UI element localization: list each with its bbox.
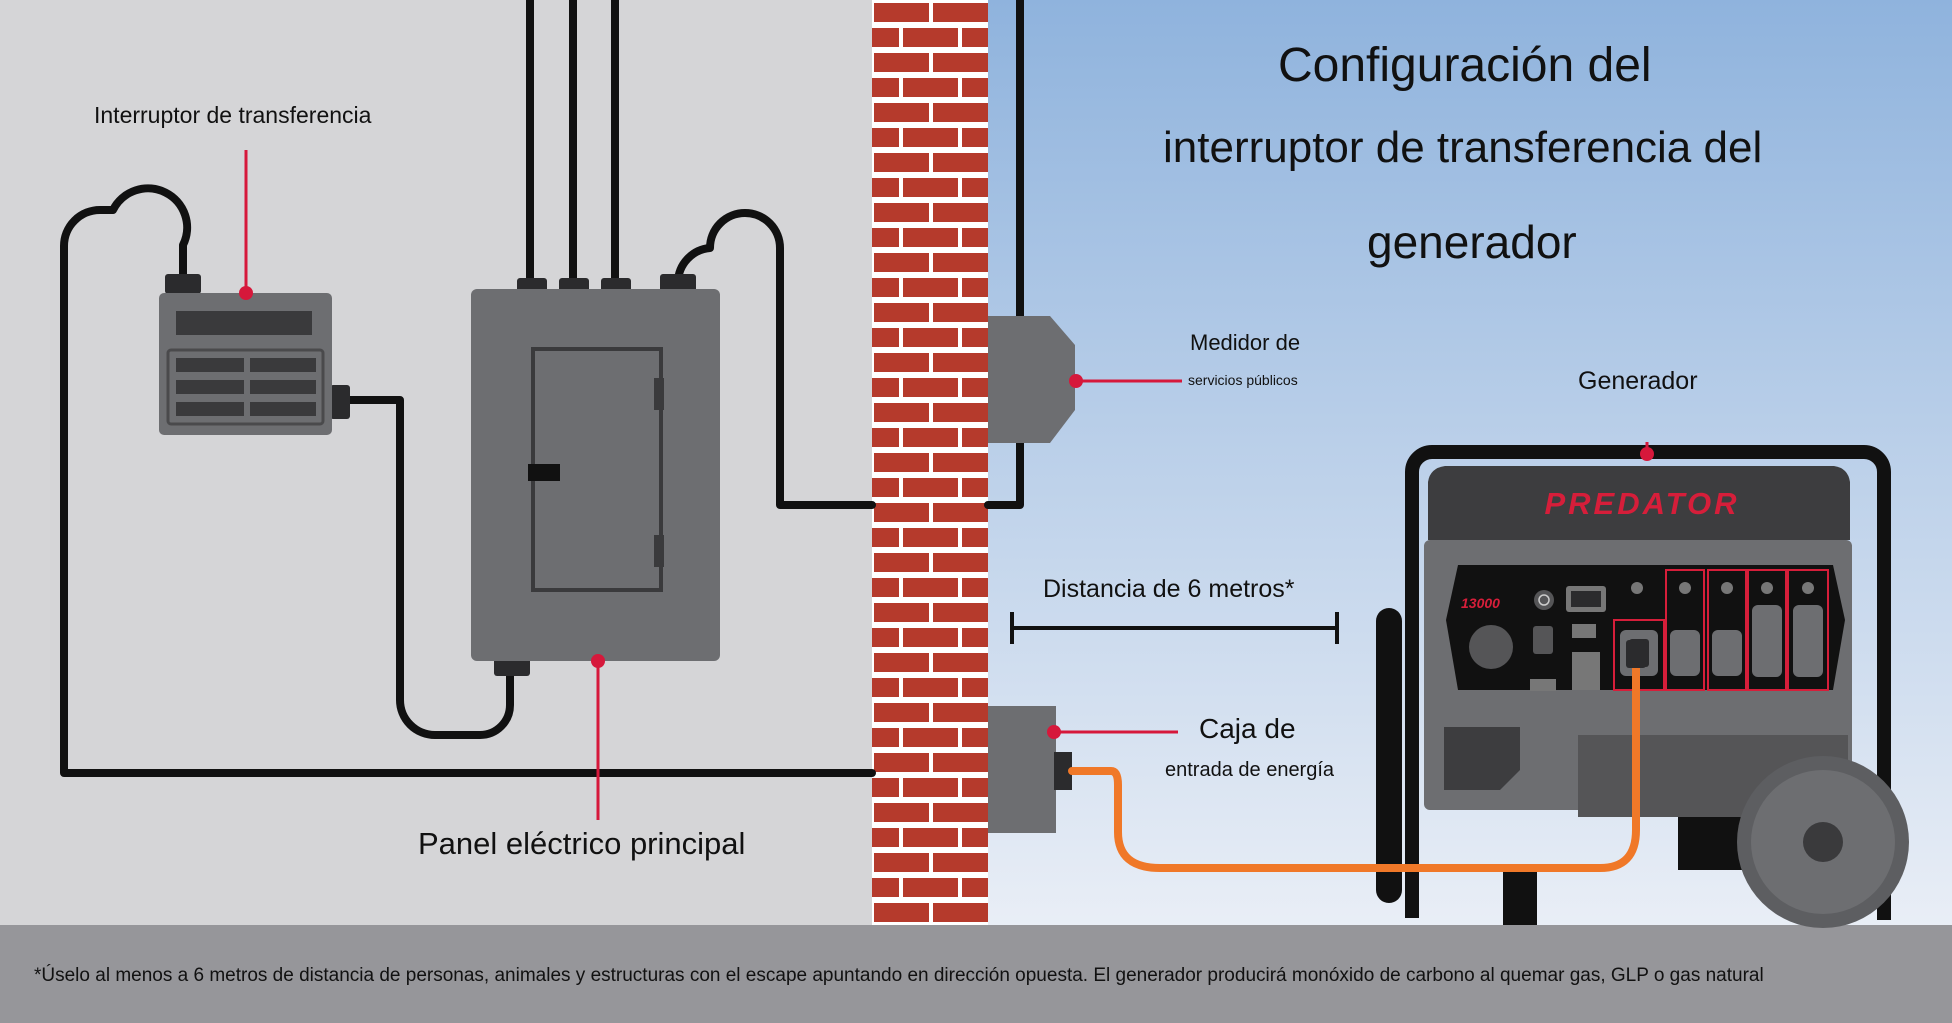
meter-to-wall-wire [984,436,1024,509]
panel-to-meter-wire [674,209,876,509]
label-generator: Generador [1578,367,1698,395]
wiring [60,0,1024,777]
label-transfer-switch: Interruptor de transferencia [94,102,372,128]
extension-cord [1068,646,1640,872]
footnote: *Úselo al menos a 6 metros de distancia … [34,965,1764,986]
generator-model: 13000 [1461,595,1500,611]
brick-wall [872,0,988,925]
utility-meter [988,316,1075,443]
switch-to-inlet-wire [60,184,876,777]
label-main-panel: Panel eléctrico principal [418,826,746,861]
cord-plug [1626,640,1646,668]
label-distance: Distancia de 6 metros* [1043,575,1295,603]
title-line-3: generador [1367,216,1577,268]
generator-brand: PREDATOR [1544,486,1739,521]
label-inlet-line-2: entrada de energía [1165,759,1335,781]
title-line-1: Configuración del [1278,39,1652,92]
power-inlet-box [988,706,1072,833]
generator: PREDATOR 13000 [1376,445,1909,928]
switch-to-panel-wire [346,396,514,739]
indoor-wall [0,0,872,925]
ground-strip [0,925,1952,1023]
callout-dots [239,286,1654,739]
label-meter-line-2: servicios públicos [1188,372,1298,388]
label-meter-line-1: Medidor de [1190,330,1301,355]
main-panel [471,274,720,676]
label-inlet-line-1: Caja de [1199,713,1296,744]
transfer-switch [159,274,350,435]
title-line-2: interruptor de transferencia del [1163,123,1763,172]
distance-marker [1010,612,1339,644]
